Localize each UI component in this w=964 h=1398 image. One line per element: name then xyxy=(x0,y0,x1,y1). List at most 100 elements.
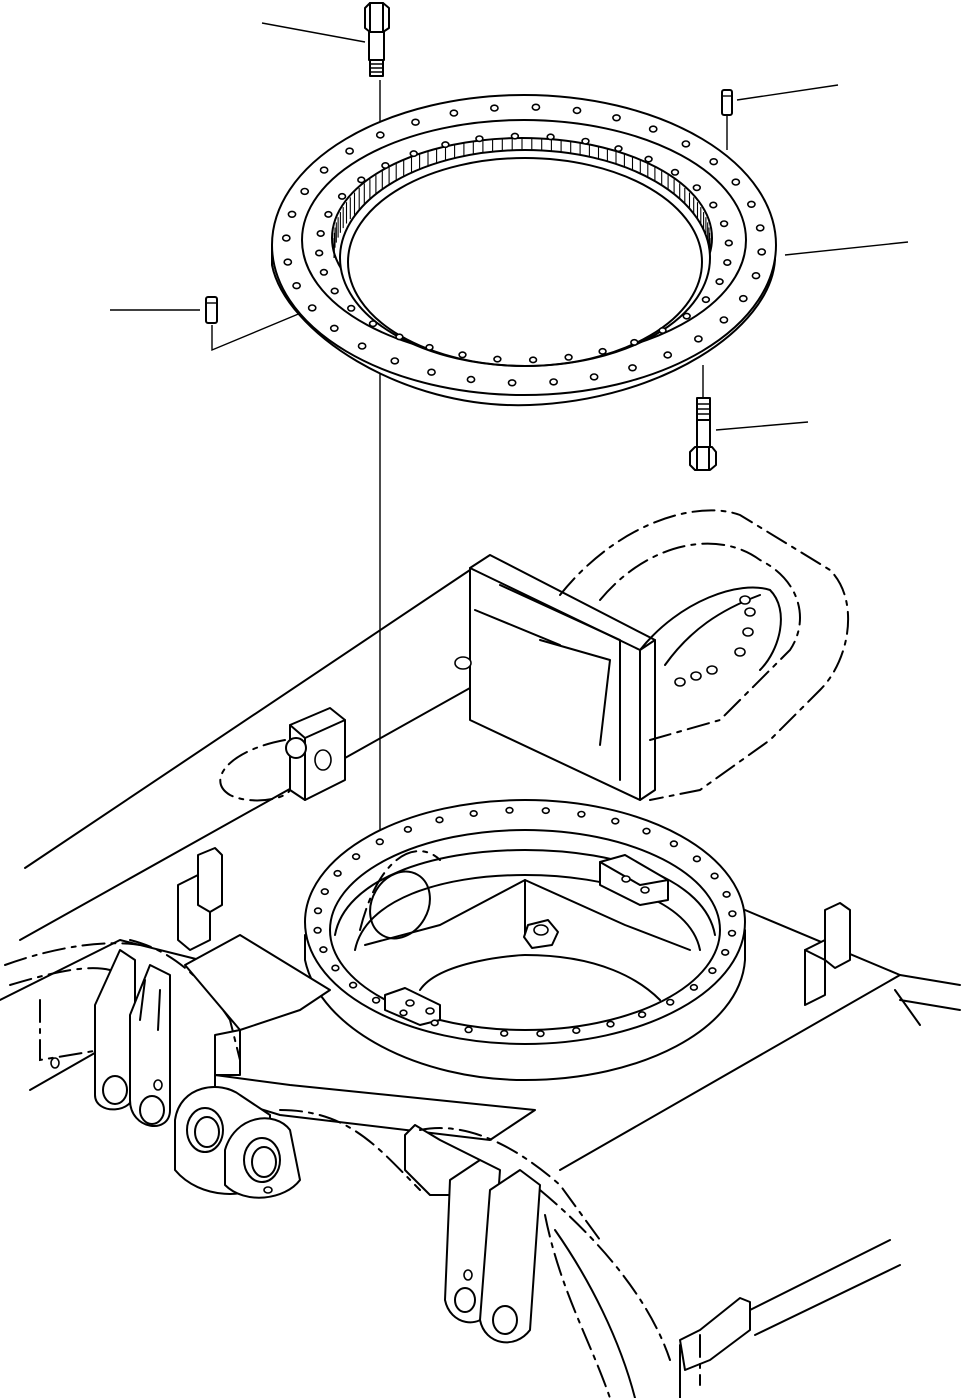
bearing-bolt-holes xyxy=(281,103,767,387)
outer-bolt-hole-22 xyxy=(319,166,329,174)
frame-bolt-hole-8 xyxy=(572,1027,581,1035)
frame-bolt-hole-14 xyxy=(371,996,381,1004)
outer-bolt-hole-23 xyxy=(345,147,354,155)
inner-bolt-hole-19 xyxy=(316,230,325,238)
outer-bolt-hole-16 xyxy=(307,304,317,312)
frame-bolt-hole-21 xyxy=(333,869,342,877)
outer-bolt-hole-12 xyxy=(427,368,436,376)
right-clevis-block xyxy=(804,902,851,1006)
frame-bolt-hole-36 xyxy=(728,910,737,918)
outer-bolt-hole-34 xyxy=(731,178,741,186)
outer-bolt-hole-30 xyxy=(612,114,621,122)
outer-bolt-hole-24 xyxy=(375,131,385,139)
frame-bolt-hole-12 xyxy=(430,1019,439,1027)
inner-bolt-hole-6 xyxy=(630,338,639,346)
inner-bolt-hole-30 xyxy=(614,145,623,153)
frame-bolt-hole-10 xyxy=(500,1029,509,1037)
frame-bolt-hole-34 xyxy=(710,872,719,880)
inner-bolt-hole-28 xyxy=(546,133,555,141)
frame-bolt-hole-31 xyxy=(642,827,651,835)
inner-bolt-hole-26 xyxy=(475,135,484,143)
inner-bolt-hole-15 xyxy=(347,304,356,312)
inner-bolt-hole-23 xyxy=(381,162,390,170)
frame-bolt-hole-26 xyxy=(469,809,478,817)
frame-bolt-hole-29 xyxy=(577,810,586,818)
frame-bolt-hole-22 xyxy=(351,853,361,861)
frame-bolt-hole-16 xyxy=(331,964,340,972)
inner-bolt-hole-1 xyxy=(723,258,732,266)
frame-bolt-hole-1 xyxy=(727,929,737,937)
inner-bolt-hole-8 xyxy=(564,353,573,361)
outer-bolt-hole-14 xyxy=(357,342,367,350)
frame-bolt-hole-27 xyxy=(505,806,514,814)
outer-bolt-hole-1 xyxy=(757,248,767,256)
outer-bolt-hole-2 xyxy=(751,272,761,280)
track-frame xyxy=(0,509,961,1398)
outer-bolt-hole-32 xyxy=(681,140,691,148)
lower-bolt xyxy=(689,397,717,471)
pin-left xyxy=(205,296,218,324)
outer-bolt-hole-36 xyxy=(755,224,765,232)
swing-circle-bearing xyxy=(271,94,777,407)
outer-bolt-hole-13 xyxy=(390,357,400,365)
inner-bolt-hole-10 xyxy=(493,355,502,363)
outer-bolt-hole-5 xyxy=(694,335,703,343)
inner-bolt-hole-9 xyxy=(528,356,538,364)
frame-bolt-hole-7 xyxy=(606,1020,615,1028)
inner-bolt-hole-29 xyxy=(581,137,590,145)
inner-bolt-hole-31 xyxy=(644,155,653,163)
frame-bolt-hole-2 xyxy=(720,948,730,956)
outer-bolt-hole-7 xyxy=(628,364,637,372)
frame-bolt-hole-35 xyxy=(722,890,731,898)
outer-bolt-hole-18 xyxy=(283,258,293,266)
inner-bolt-hole-35 xyxy=(719,220,729,228)
frame-bolt-hole-13 xyxy=(399,1009,408,1017)
frame-bolt-hole-9 xyxy=(536,1030,545,1038)
outer-bolt-hole-31 xyxy=(648,125,658,133)
arm-bolt-holes xyxy=(674,595,756,687)
inner-bolt-hole-3 xyxy=(701,296,711,304)
inner-bolt-hole-32 xyxy=(670,168,680,176)
inner-bolt-hole-7 xyxy=(598,347,607,355)
frame-mount-ring xyxy=(304,799,746,1081)
callout-leader-lower-bolt xyxy=(715,421,809,431)
outer-bolt-hole-33 xyxy=(709,158,719,166)
frame-bolt-hole-25 xyxy=(435,816,444,824)
assembly-line-left-pin xyxy=(211,304,321,352)
outer-bolt-hole-20 xyxy=(287,210,297,219)
inner-bolt-hole-21 xyxy=(337,192,347,200)
pin-upper-right xyxy=(721,89,733,150)
callout-leader-pin-upper-right xyxy=(736,84,839,101)
left-clamp-bracket xyxy=(219,707,346,802)
inner-bolt-hole-5 xyxy=(658,326,667,334)
outer-bolt-hole-25 xyxy=(411,118,420,126)
outer-bolt-hole-35 xyxy=(747,200,756,209)
outer-bolt-hole-6 xyxy=(663,351,673,359)
inner-bolt-hole-33 xyxy=(692,184,701,192)
outer-bolt-hole-4 xyxy=(719,316,729,324)
frame-bolt-hole-30 xyxy=(611,817,620,825)
outer-bolt-hole-29 xyxy=(572,106,582,115)
upper-bolt xyxy=(364,2,390,77)
frame-bolt-hole-23 xyxy=(375,838,384,846)
inner-bolt-hole-34 xyxy=(709,201,718,209)
frame-bolt-hole-32 xyxy=(669,840,679,848)
inner-bolt-hole-2 xyxy=(715,278,724,286)
outer-bolt-hole-3 xyxy=(738,294,748,303)
inner-bolt-hole-36 xyxy=(724,239,733,247)
inner-bolt-hole-22 xyxy=(357,176,366,184)
outer-bolt-hole-15 xyxy=(329,324,339,332)
inner-bolt-hole-4 xyxy=(682,312,691,320)
inner-bolt-hole-14 xyxy=(368,320,378,328)
frame-bolt-hole-5 xyxy=(665,998,675,1006)
outer-bolt-hole-17 xyxy=(292,282,301,290)
frame-ring-bolt-holes xyxy=(313,806,737,1038)
outer-bolt-hole-10 xyxy=(507,379,517,387)
inner-bolt-hole-13 xyxy=(395,333,404,341)
outer-bolt-hole-19 xyxy=(281,234,291,242)
frame-bolt-hole-20 xyxy=(320,888,329,896)
frame-bolt-hole-33 xyxy=(692,855,702,863)
inner-bolt-hole-18 xyxy=(315,249,324,257)
frame-bolt-hole-28 xyxy=(541,807,550,815)
